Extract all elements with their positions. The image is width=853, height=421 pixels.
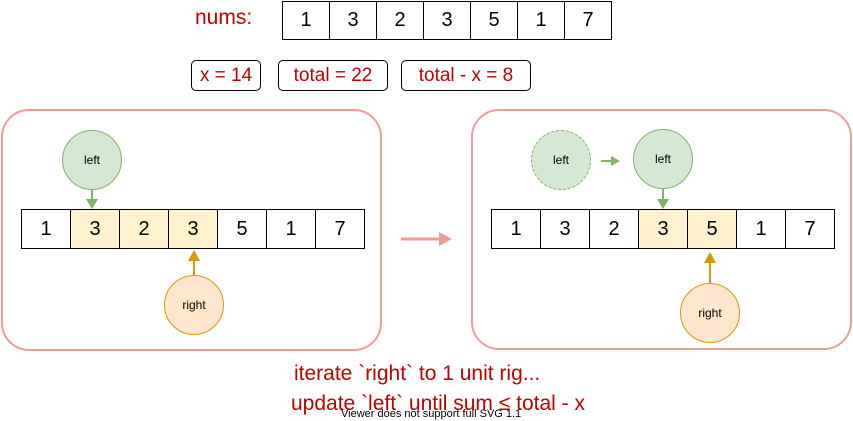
right-pointer-moved: right [680, 283, 740, 343]
array-cell: 1 [266, 209, 316, 249]
array-cell: 5 [470, 1, 518, 40]
previous-left-pointer: left [531, 130, 591, 190]
nums-label: nums: [195, 6, 253, 29]
viewer-support-note: Viewer does not support full SVG 1.1 [341, 408, 522, 420]
array-cell: 1 [282, 1, 330, 40]
array-cell: 1 [21, 209, 71, 249]
array-cell: 7 [315, 209, 365, 249]
caption-line-2: update `left` until sum ≤ total - x [291, 392, 585, 415]
array-cell: 2 [119, 209, 169, 249]
array-cell: 3 [638, 209, 688, 249]
array-cell: 3 [70, 209, 120, 249]
total-minus-x-pill: total - x = 8 [401, 60, 531, 91]
array-cell: 3 [168, 209, 218, 249]
array-cell: 1 [517, 1, 565, 40]
array-cell: 3 [329, 1, 377, 40]
array-cell: 1 [491, 209, 541, 249]
x-pill: x = 14 [191, 60, 261, 91]
left-pointer: left [62, 130, 122, 190]
array-cell: 3 [423, 1, 471, 40]
array-cell: 2 [376, 1, 424, 40]
caption-line-1: iterate `right` to 1 unit rig... [294, 362, 541, 385]
right-pointer: right [164, 275, 224, 335]
total-pill: total = 22 [278, 60, 388, 91]
array-cell: 5 [687, 209, 737, 249]
array-cell: 7 [785, 209, 835, 249]
transition-arrow [401, 232, 452, 246]
left-pointer-moved: left [633, 129, 693, 189]
array-cell: 2 [589, 209, 639, 249]
array-cell: 7 [564, 1, 612, 40]
array-cell: 3 [540, 209, 590, 249]
array-cell: 5 [217, 209, 267, 249]
array-cell: 1 [736, 209, 786, 249]
